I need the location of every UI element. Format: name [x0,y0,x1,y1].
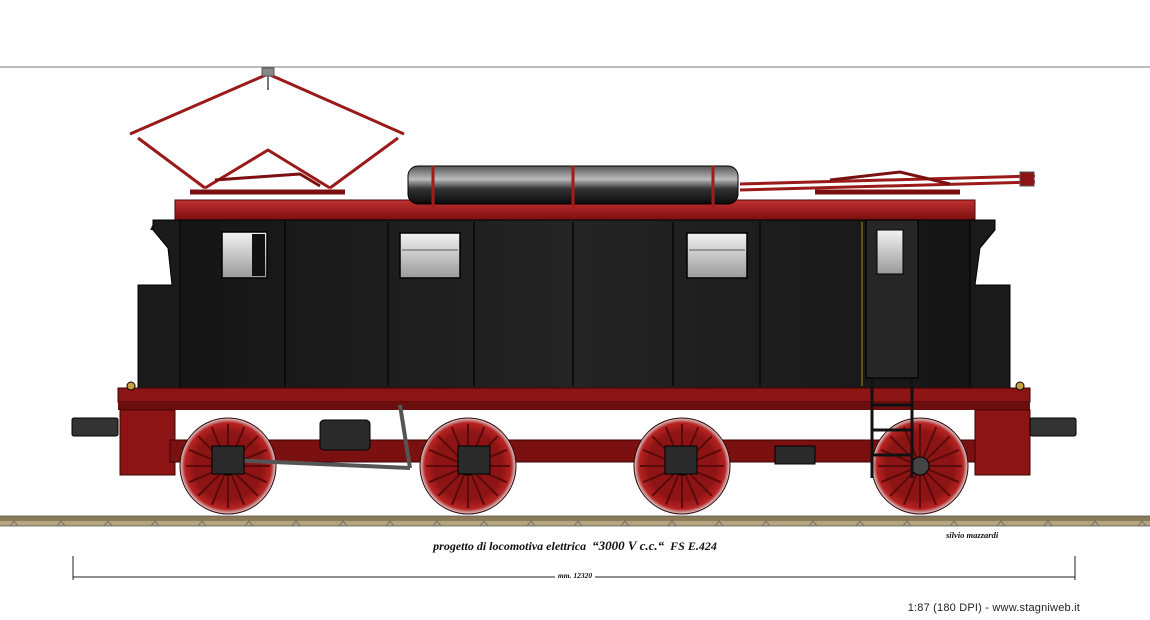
rail-sleeper-mark [714,520,724,527]
author-signature: silvio mazzardi [946,530,999,540]
pantograph-left [129,67,405,195]
rail-sleeper-mark [9,520,19,527]
rail-sleeper-mark [338,520,348,527]
rail-sleeper-mark [620,520,630,527]
roof-tank [407,165,739,208]
wheels [179,417,969,515]
caption-prefix: progetto di locomotiva elettrica [433,539,587,553]
rail-sleeper-mark [1137,520,1147,527]
pantograph-right [739,170,1036,195]
caption-model: FS E.424 [670,539,717,553]
rail-sleeper-mark [385,520,395,527]
rail-sleeper-mark [479,520,489,527]
rail-sleeper-mark [949,520,959,527]
rail-sleeper-mark [1043,520,1053,527]
wheel [871,417,969,515]
buffers [71,381,1077,437]
rail-sleeper-mark [291,520,301,527]
rail-sleeper-mark [808,520,818,527]
underframe [117,387,1031,476]
locomotive-body [137,219,1011,389]
rail-sleeper-mark [761,520,771,527]
rail-sleeper-mark [103,520,113,527]
dimension-label: mm. 12320 [554,571,596,580]
scale-credit: 1:87 (180 DPI) - www.stagniweb.it [907,602,1080,614]
rail-sleeper-mark [244,520,254,527]
running-gear [227,404,412,470]
rail-sleeper-mark [1090,520,1100,527]
rail-sleeper-mark [526,520,536,527]
rail-sleeper-mark [197,520,207,527]
caption-voltage: “3000 V c.c.“ [592,538,665,553]
step-ladder [870,380,914,478]
traction-motors [211,419,816,475]
rail [0,515,1150,527]
rail-sleeper-mark [150,520,160,527]
dimension-label-wrap: mm. 12320 [0,571,1150,580]
rail-sleeper-mark [996,520,1006,527]
rail-sleeper-mark [573,520,583,527]
rail-sleeper-mark [56,520,66,527]
engine-room-window-1 [399,232,461,279]
rail-sleeper-mark [667,520,677,527]
rail-sleeper-mark [902,520,912,527]
drawing-caption: progetto di locomotiva elettrica “3000 V… [0,538,1150,554]
engine-room-window-2 [686,232,748,279]
rail-sleeper-mark [432,520,442,527]
rail-sleeper-mark [855,520,865,527]
